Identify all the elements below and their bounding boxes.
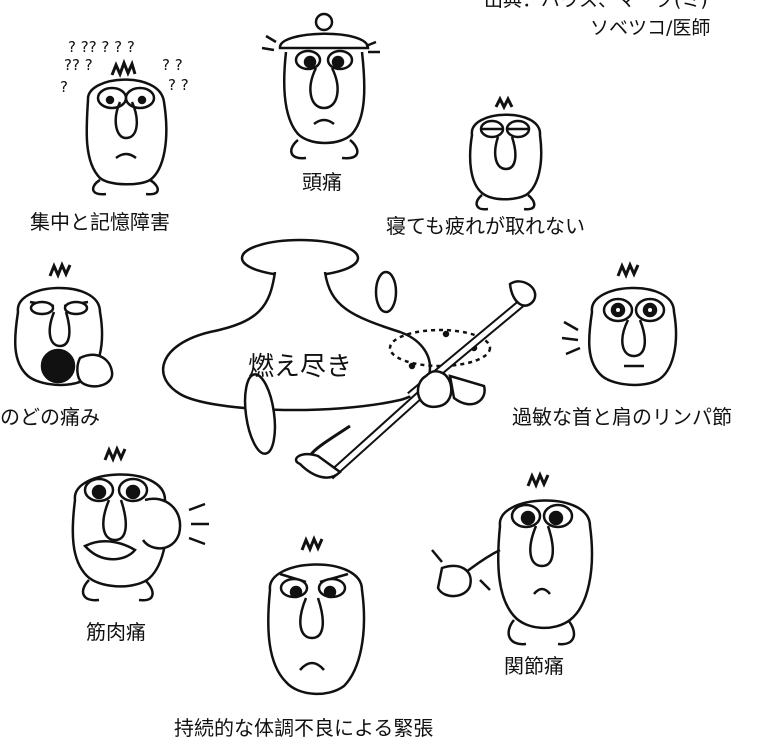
- svg-text:? ?: ? ?: [168, 76, 189, 94]
- tense-character-figure: [267, 535, 366, 696]
- source-credit: 出典：バウス、マーク(ミ): [484, 0, 708, 11]
- muscle-pain-character-figure: [71, 445, 209, 602]
- lymph-node-character-figure: [561, 261, 678, 387]
- symptom-concentration-label: 集中と記憶障害: [30, 210, 170, 234]
- burnout-center-label: 燃え尽き: [248, 352, 353, 382]
- symptom-muscle-pain-label: 筋肉痛: [86, 620, 146, 644]
- symptom-fatigue-label: 寝ても疲れが取れない: [386, 214, 585, 238]
- author-credit: ソベツコ/医師: [590, 17, 711, 39]
- tired-character-figure: [468, 95, 543, 211]
- confused-character-figure: ? ?? ? ? ? ?? ? ? ? ? ? ?: [60, 38, 189, 196]
- headache-character-figure: [261, 12, 380, 160]
- svg-text:? ?? ? ? ?: ? ?? ? ? ?: [68, 38, 135, 56]
- symptom-headache-label: 頭痛: [302, 170, 342, 194]
- symptom-joint-pain-label: 関節痛: [504, 654, 564, 678]
- svg-text:?? ?: ?? ?: [64, 56, 93, 74]
- symptom-tension-label: 持続的な体調不良による緊張: [174, 716, 434, 740]
- symptom-lymph-nodes-label: 過敏な首と肩のリンパ節: [512, 405, 732, 429]
- symptom-sore-throat-label: のどの痛み: [0, 405, 100, 429]
- joint-pain-character-figure: [431, 471, 594, 646]
- sore-throat-character-figure: [14, 261, 114, 388]
- svg-text:?: ?: [60, 78, 68, 96]
- svg-text:? ?: ? ?: [162, 56, 183, 74]
- burnout-central-figure: [161, 238, 537, 480]
